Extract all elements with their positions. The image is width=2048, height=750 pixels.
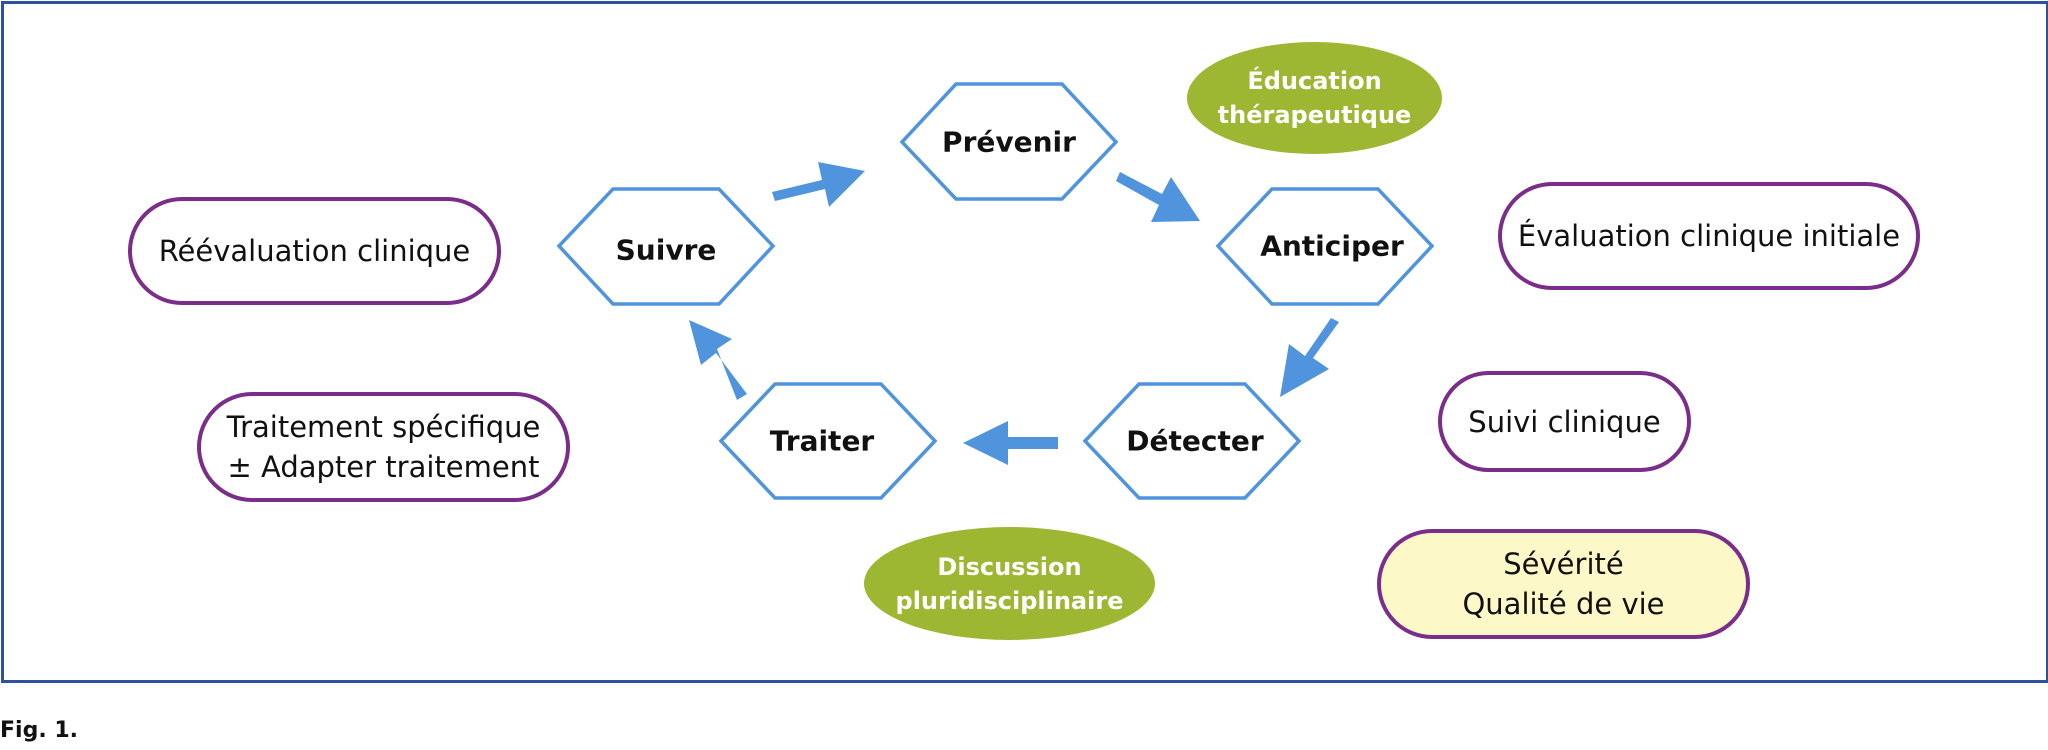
arrow-detecter-to-traiter	[963, 421, 1058, 465]
box-reevaluation-clinique: Réévaluation clinique	[128, 197, 501, 305]
hexagon-anticiper-label: Anticiper	[1260, 230, 1404, 263]
hexagon-prevenir-label: Prévenir	[942, 126, 1076, 159]
hexagon-prevenir: Prévenir	[899, 82, 1119, 201]
hexagon-traiter-label: Traiter	[770, 425, 875, 458]
ellipse-education-therapeutique-label: Éducation thérapeutique	[1217, 67, 1412, 129]
box-traitement-specifique-label: Traitement spécifique ± Adapter traiteme…	[226, 410, 541, 484]
box-suivi-clinique-label: Suivi clinique	[1468, 404, 1661, 439]
box-suivi-clinique: Suivi clinique	[1438, 371, 1691, 472]
box-reevaluation-clinique-label: Réévaluation clinique	[158, 234, 471, 268]
arrow-traiter-to-suivre	[689, 320, 747, 400]
hexagon-detecter: Détecter	[1082, 382, 1302, 500]
hexagon-suivre: Suivre	[556, 187, 776, 306]
ellipse-education-therapeutique: Éducation thérapeutique	[1187, 42, 1442, 154]
arrow-prevenir-to-anticiper	[1116, 172, 1200, 222]
hexagon-traiter: Traiter	[718, 382, 938, 500]
arrow-suivre-to-prevenir	[772, 162, 865, 207]
figure-caption: Fig. 1.	[0, 718, 78, 743]
hexagon-anticiper: Anticiper	[1215, 187, 1435, 306]
box-severite-qualite-de-vie: Sévérité Qualité de vie	[1377, 529, 1750, 639]
box-traitement-specifique: Traitement spécifique ± Adapter traiteme…	[197, 392, 570, 502]
hexagon-detecter-label: Détecter	[1126, 425, 1264, 458]
ellipse-discussion-pluridisciplinaire-label: Discussion pluridisciplinaire	[895, 552, 1124, 615]
arrow-anticiper-to-detecter	[1280, 318, 1339, 397]
hexagon-suivre-label: Suivre	[616, 234, 717, 267]
ellipse-discussion-pluridisciplinaire: Discussion pluridisciplinaire	[864, 527, 1155, 640]
box-evaluation-clinique-initiale: Évaluation clinique initiale	[1498, 182, 1920, 290]
box-evaluation-clinique-initiale-label: Évaluation clinique initiale	[1517, 219, 1901, 253]
box-severite-qualite-de-vie-label: Sévérité Qualité de vie	[1462, 547, 1665, 621]
cycle-diagram: Prévenir Anticiper Détecter Traiter Suiv…	[556, 82, 1435, 500]
